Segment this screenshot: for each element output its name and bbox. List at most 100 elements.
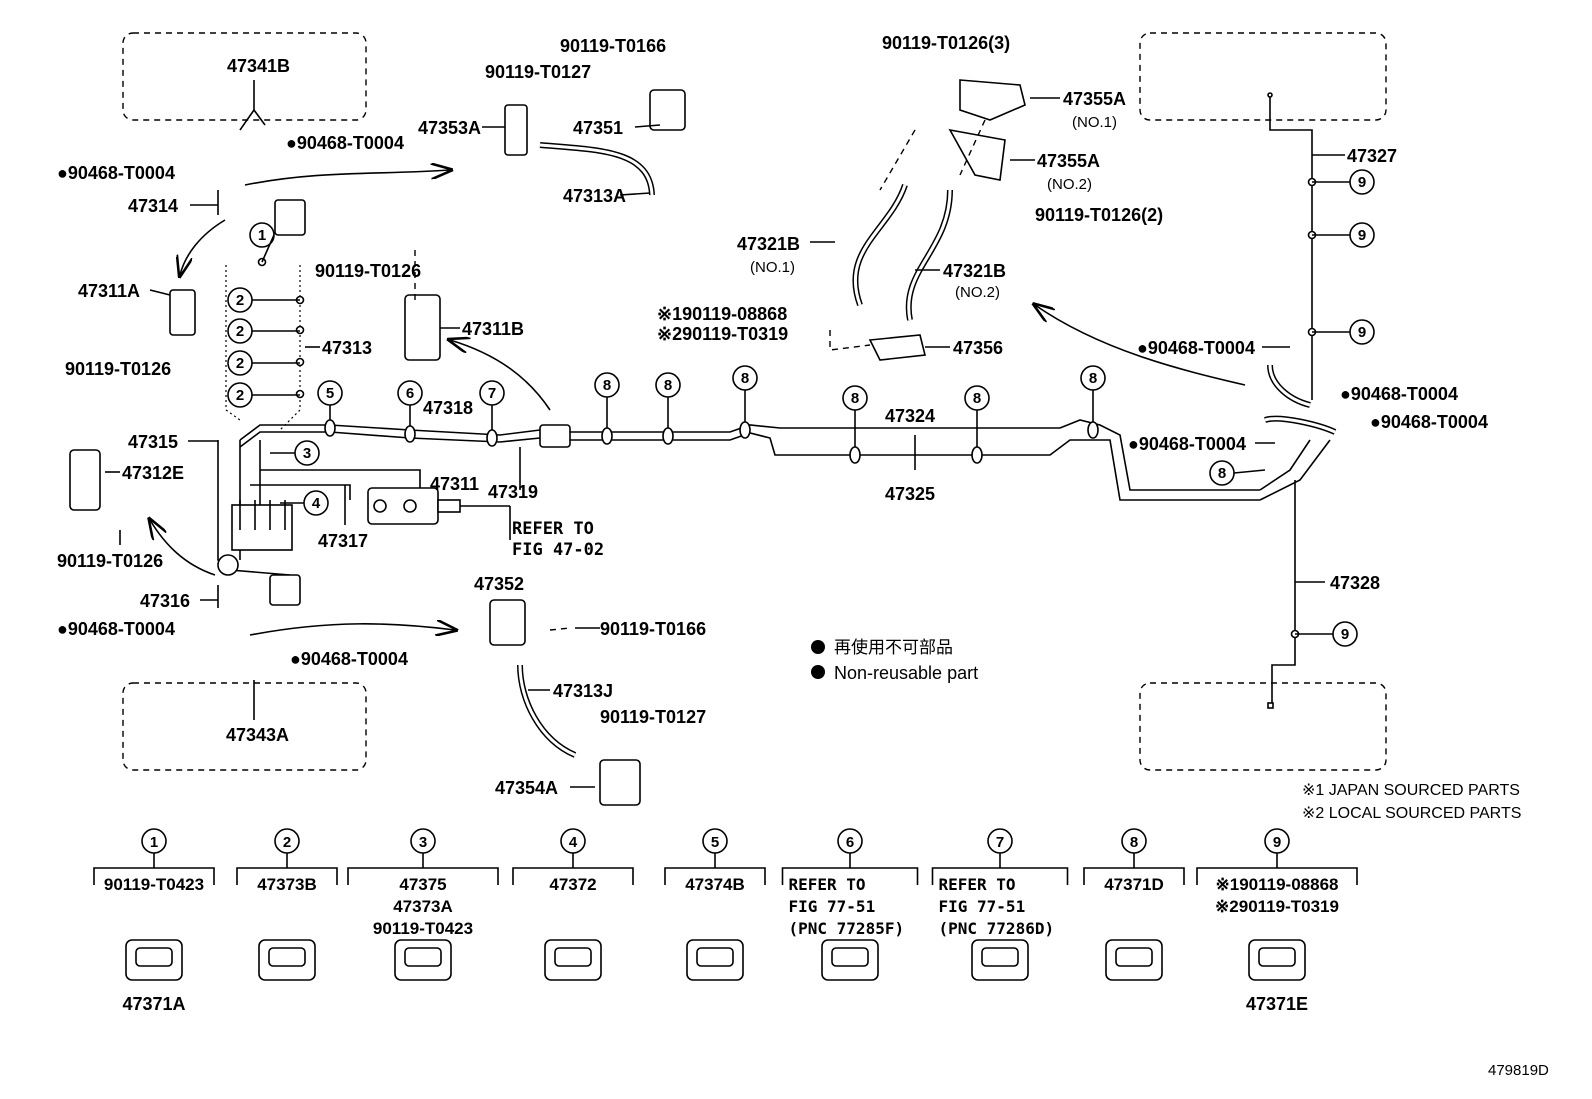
callout-8d: 8 bbox=[842, 385, 868, 411]
callout-2c: 2 bbox=[227, 350, 253, 376]
clamp-text: 90119-T0423 bbox=[104, 875, 204, 894]
label-no2: (NO.2) bbox=[955, 284, 1000, 301]
label-47328: 47328 bbox=[1330, 573, 1380, 593]
label-90119-T0127: 90119-T0127 bbox=[600, 707, 706, 727]
label-90468-T0004: ●90468-T0004 bbox=[286, 133, 404, 153]
label-no1: (NO.1) bbox=[1072, 114, 1117, 131]
legend-jp: 再使用不可部品 bbox=[834, 637, 953, 657]
label-47355A-no1: 47355A bbox=[1063, 89, 1126, 109]
svg-text:7: 7 bbox=[488, 385, 496, 402]
hoses bbox=[517, 142, 1337, 758]
svg-text:8: 8 bbox=[973, 390, 981, 407]
clamp-text: REFER TO bbox=[789, 875, 866, 894]
callout-2a: 2 bbox=[227, 287, 253, 313]
clamp-text: REFER TO bbox=[939, 875, 1016, 894]
callout-4: 4 bbox=[303, 490, 329, 516]
clamp-text: 47375 bbox=[399, 875, 446, 894]
label-47319: 47319 bbox=[488, 482, 538, 502]
svg-text:8: 8 bbox=[1089, 370, 1097, 387]
svg-text:1: 1 bbox=[258, 227, 266, 244]
svg-text:9: 9 bbox=[1358, 174, 1366, 191]
label-47354A: 47354A bbox=[495, 778, 558, 798]
label-47317: 47317 bbox=[318, 531, 368, 551]
legend-en: Non-reusable part bbox=[834, 663, 978, 683]
clamp-number: 6 bbox=[846, 834, 854, 851]
svg-text:2: 2 bbox=[236, 323, 244, 340]
callout-7: 7 bbox=[479, 380, 505, 406]
label-no1: (NO.1) bbox=[750, 259, 795, 276]
brackets bbox=[69, 79, 1026, 806]
svg-text:6: 6 bbox=[406, 385, 414, 402]
note-local: ※2 LOCAL SOURCED PARTS bbox=[1302, 805, 1521, 822]
callout-2b: 2 bbox=[227, 318, 253, 344]
clamp-text: 47372 bbox=[549, 875, 596, 894]
clamp-number: 7 bbox=[996, 834, 1004, 851]
label-47318: 47318 bbox=[423, 398, 473, 418]
callout-8a: 8 bbox=[594, 372, 620, 398]
rear-left-wheel-box bbox=[122, 682, 367, 771]
label-90468-T0004: ●90468-T0004 bbox=[1340, 384, 1458, 404]
callout-8g: 8 bbox=[1209, 460, 1235, 486]
label-47321B-no1: 47321B bbox=[737, 234, 800, 254]
svg-text:3: 3 bbox=[303, 445, 311, 462]
label-leaders bbox=[105, 80, 1345, 788]
label-47351: 47351 bbox=[573, 118, 623, 138]
right-vertical-tubes bbox=[1267, 92, 1313, 709]
label-refer-to: REFER TO bbox=[512, 519, 594, 539]
label-47355A-no2: 47355A bbox=[1037, 151, 1100, 171]
svg-text:8: 8 bbox=[664, 377, 672, 394]
abs-block bbox=[217, 500, 293, 576]
clamp-text: 47374B bbox=[685, 875, 745, 894]
part-labels: 47341B ●90468-T0004 ●90468-T0004 47314 4… bbox=[57, 33, 1488, 798]
label-47356: 47356 bbox=[953, 338, 1003, 358]
label-fig-47-02: FIG 47-02 bbox=[512, 540, 604, 560]
clamp-text: FIG 77-51 bbox=[939, 897, 1026, 916]
svg-text:2: 2 bbox=[236, 292, 244, 309]
clamp-text: (PNC 77286D) bbox=[939, 919, 1055, 938]
clamp-text: (PNC 77285F) bbox=[789, 919, 905, 938]
label-47321B-no2: 47321B bbox=[943, 261, 1006, 281]
label-90119-T0126: 90119-T0126 bbox=[57, 551, 163, 571]
clamp-text: 47371D bbox=[1104, 875, 1164, 894]
callout-9b: 9 bbox=[1349, 222, 1375, 248]
callout-6: 6 bbox=[397, 380, 423, 406]
clamp-group-8: 8 47371D bbox=[1083, 828, 1185, 981]
callout-5: 5 bbox=[317, 380, 343, 406]
callout-8b: 8 bbox=[655, 372, 681, 398]
label-90468-T0004: ●90468-T0004 bbox=[1370, 412, 1488, 432]
label-47316: 47316 bbox=[140, 591, 190, 611]
callout-1: 1 bbox=[249, 222, 275, 248]
svg-text:8: 8 bbox=[851, 390, 859, 407]
callout-connectors bbox=[252, 181, 1350, 635]
clamp-text: FIG 77-51 bbox=[789, 897, 876, 916]
svg-text:8: 8 bbox=[741, 370, 749, 387]
clamp-part-label: 47371A bbox=[122, 994, 185, 1014]
main-brake-tubes bbox=[560, 419, 1331, 501]
label-no2: (NO.2) bbox=[1047, 176, 1092, 193]
label-47313A: 47313A bbox=[563, 186, 626, 206]
legend: 再使用不可部品 Non-reusable part bbox=[811, 637, 978, 683]
callout-2d: 2 bbox=[227, 382, 253, 408]
clamp-number: 3 bbox=[419, 834, 427, 851]
label-90468-T0004: ●90468-T0004 bbox=[1137, 338, 1255, 358]
clamp-number: 4 bbox=[569, 834, 578, 851]
clamp-number: 2 bbox=[283, 834, 291, 851]
label-ref1-90119-08868: ※190119-08868 bbox=[657, 304, 787, 324]
svg-text:9: 9 bbox=[1358, 227, 1366, 244]
label-90119-T0166: 90119-T0166 bbox=[600, 619, 706, 639]
master-cylinder bbox=[367, 487, 510, 525]
callout-9d: 9 bbox=[1332, 621, 1358, 647]
source-notes: ※1 JAPAN SOURCED PARTS ※2 LOCAL SOURCED … bbox=[1302, 782, 1521, 822]
label-90119-T0126: 90119-T0126 bbox=[65, 359, 171, 379]
clamp-number: 1 bbox=[150, 834, 158, 851]
callout-9c: 9 bbox=[1349, 319, 1375, 345]
clamp-number: 8 bbox=[1130, 834, 1138, 851]
note-japan: ※1 JAPAN SOURCED PARTS bbox=[1302, 782, 1520, 799]
label-90119-T0126-3: 90119-T0126(3) bbox=[882, 33, 1010, 53]
label-90119-T0166: 90119-T0166 bbox=[560, 36, 666, 56]
label-47341B: 47341B bbox=[227, 56, 290, 76]
